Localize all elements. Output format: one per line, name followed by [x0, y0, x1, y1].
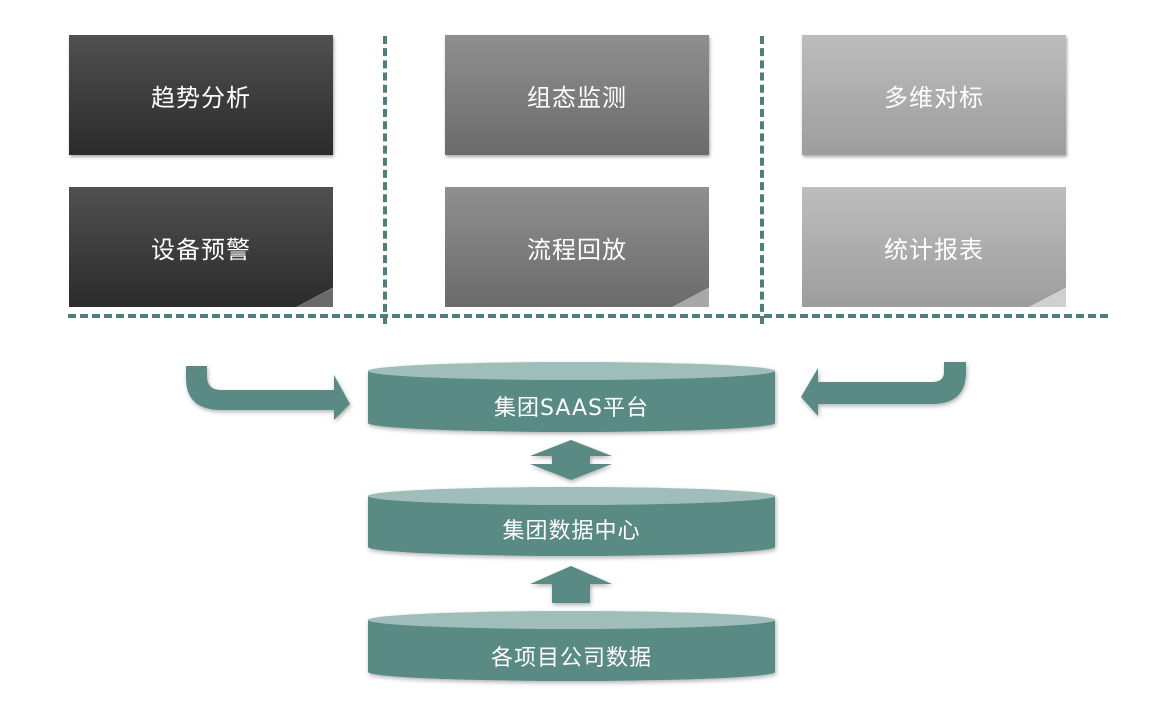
curved-arrow-right-icon: [801, 362, 966, 416]
box-process-replay: 流程回放: [445, 187, 709, 307]
box-statistics-report: 统计报表: [802, 187, 1066, 307]
box-config-monitoring: 组态监测: [445, 35, 709, 155]
box-equipment-warning: 设备预警: [69, 187, 333, 307]
box-label: 统计报表: [884, 235, 984, 264]
fold-corner: [1029, 288, 1066, 307]
cylinder-project-data: [368, 611, 775, 681]
fold-corner: [296, 288, 333, 307]
box-multi-benchmark: 多维对标: [802, 35, 1066, 155]
saas-platform-label: 集团SAAS平台: [493, 396, 650, 421]
double-arrow-icon: [530, 440, 612, 480]
divider-vertical: [760, 36, 764, 324]
cylinder-data-center: [368, 487, 775, 556]
curved-arrow-left-icon: [186, 366, 350, 420]
divider-horizontal: [68, 314, 1108, 318]
box-label: 趋势分析: [151, 83, 251, 112]
fold-corner: [672, 288, 709, 307]
box-label: 设备预警: [151, 235, 251, 264]
project-data-label: 各项目公司数据: [490, 646, 652, 671]
cylinder-saas-platform: [368, 362, 775, 432]
box-trend-analysis: 趋势分析: [69, 35, 333, 155]
box-label: 多维对标: [884, 83, 984, 112]
divider-vertical: [383, 36, 387, 324]
up-arrow-icon: [530, 566, 612, 603]
data-center-label: 集团数据中心: [502, 519, 641, 544]
box-label: 流程回放: [527, 235, 627, 264]
box-label: 组态监测: [527, 83, 627, 112]
